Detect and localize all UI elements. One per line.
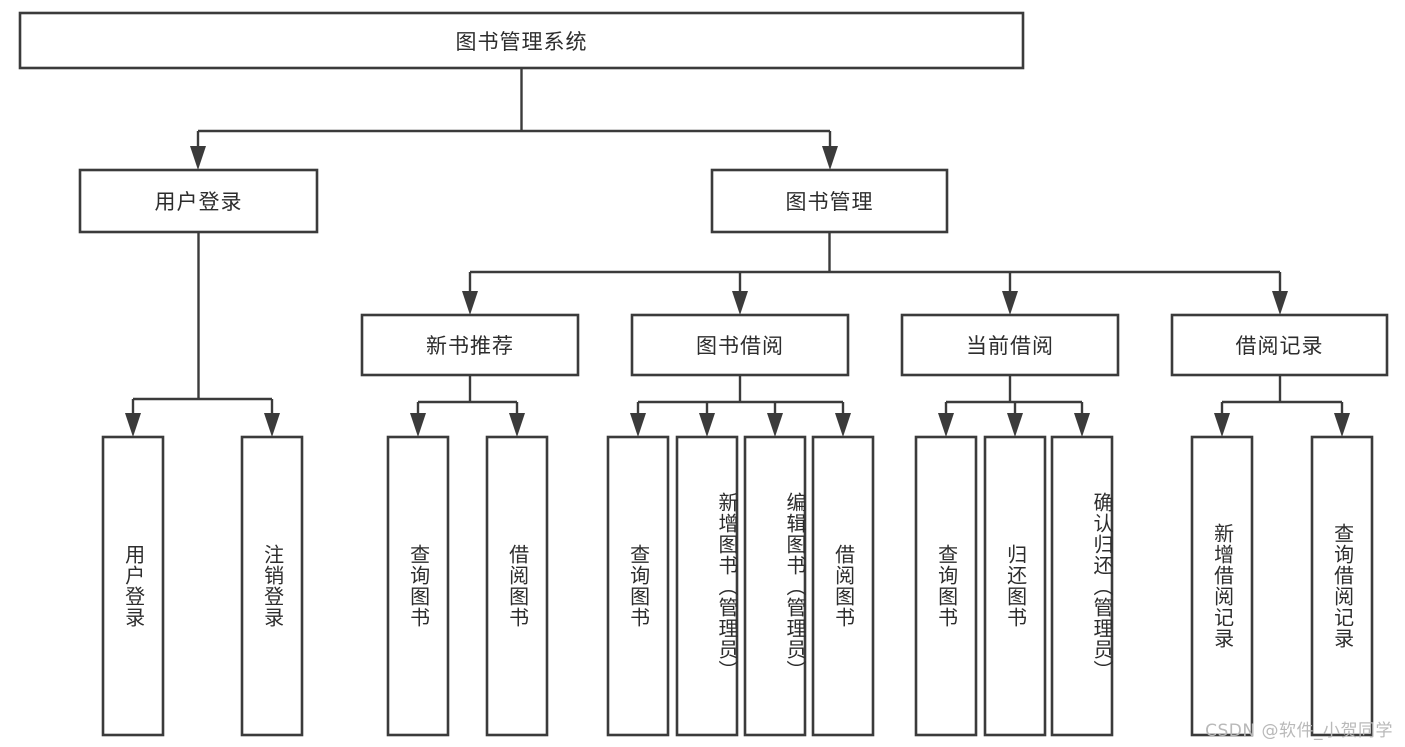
node-level1-1[interactable] <box>710 168 949 234</box>
node-leaf-8[interactable] <box>914 435 978 737</box>
node-leaf-3[interactable] <box>485 435 549 737</box>
node-level2-3[interactable] <box>1170 313 1389 377</box>
arrow-icon <box>699 413 715 437</box>
arrow-icon <box>1002 291 1018 315</box>
node-level2-0[interactable] <box>360 313 580 377</box>
arrow-icon <box>509 413 525 437</box>
arrow-icon <box>1214 413 1230 437</box>
node-leaf-11[interactable] <box>1190 435 1254 737</box>
node-leaf-0[interactable] <box>101 435 165 737</box>
connector-new-book-to-leaves <box>410 375 525 437</box>
connector-book-borrow-to-leaves <box>630 375 851 437</box>
arrow-icon <box>767 413 783 437</box>
node-leaf-7[interactable] <box>811 435 875 737</box>
node-leaf-12[interactable] <box>1310 435 1374 737</box>
node-level1-0[interactable] <box>78 168 319 234</box>
arrow-icon <box>190 146 206 170</box>
arrow-icon <box>938 413 954 437</box>
node-leaf-4[interactable] <box>606 435 670 737</box>
node-level2-2[interactable] <box>900 313 1120 377</box>
arrow-icon <box>462 291 478 315</box>
arrow-icon <box>1007 413 1023 437</box>
connector-borrow-record-to-leaves <box>1214 375 1350 437</box>
arrow-icon <box>732 291 748 315</box>
node-leaf-1[interactable] <box>240 435 304 737</box>
arrow-icon <box>264 413 280 437</box>
node-leaf-2[interactable] <box>386 435 450 737</box>
arrow-icon <box>410 413 426 437</box>
node-leaf-5[interactable] <box>675 435 739 737</box>
connector-root-to-level1 <box>190 68 838 170</box>
connector-level1-to-level2 <box>462 232 1288 315</box>
arrow-icon <box>1334 413 1350 437</box>
arrow-icon <box>125 413 141 437</box>
arrow-icon <box>835 413 851 437</box>
connector-user-login-to-leaves <box>125 232 280 437</box>
node-level2-1[interactable] <box>630 313 850 377</box>
arrow-icon <box>822 146 838 170</box>
node-leaf-9[interactable] <box>983 435 1047 737</box>
arrow-icon <box>1272 291 1288 315</box>
watermark-text: CSDN @软件_小贺同学 <box>1205 721 1393 741</box>
arrow-icon <box>1074 413 1090 437</box>
arrow-icon <box>630 413 646 437</box>
node-leaf-6[interactable] <box>743 435 807 737</box>
node-root[interactable] <box>18 11 1025 70</box>
node-leaf-10[interactable] <box>1050 435 1114 737</box>
connector-current-borrow-to-leaves <box>938 375 1090 437</box>
